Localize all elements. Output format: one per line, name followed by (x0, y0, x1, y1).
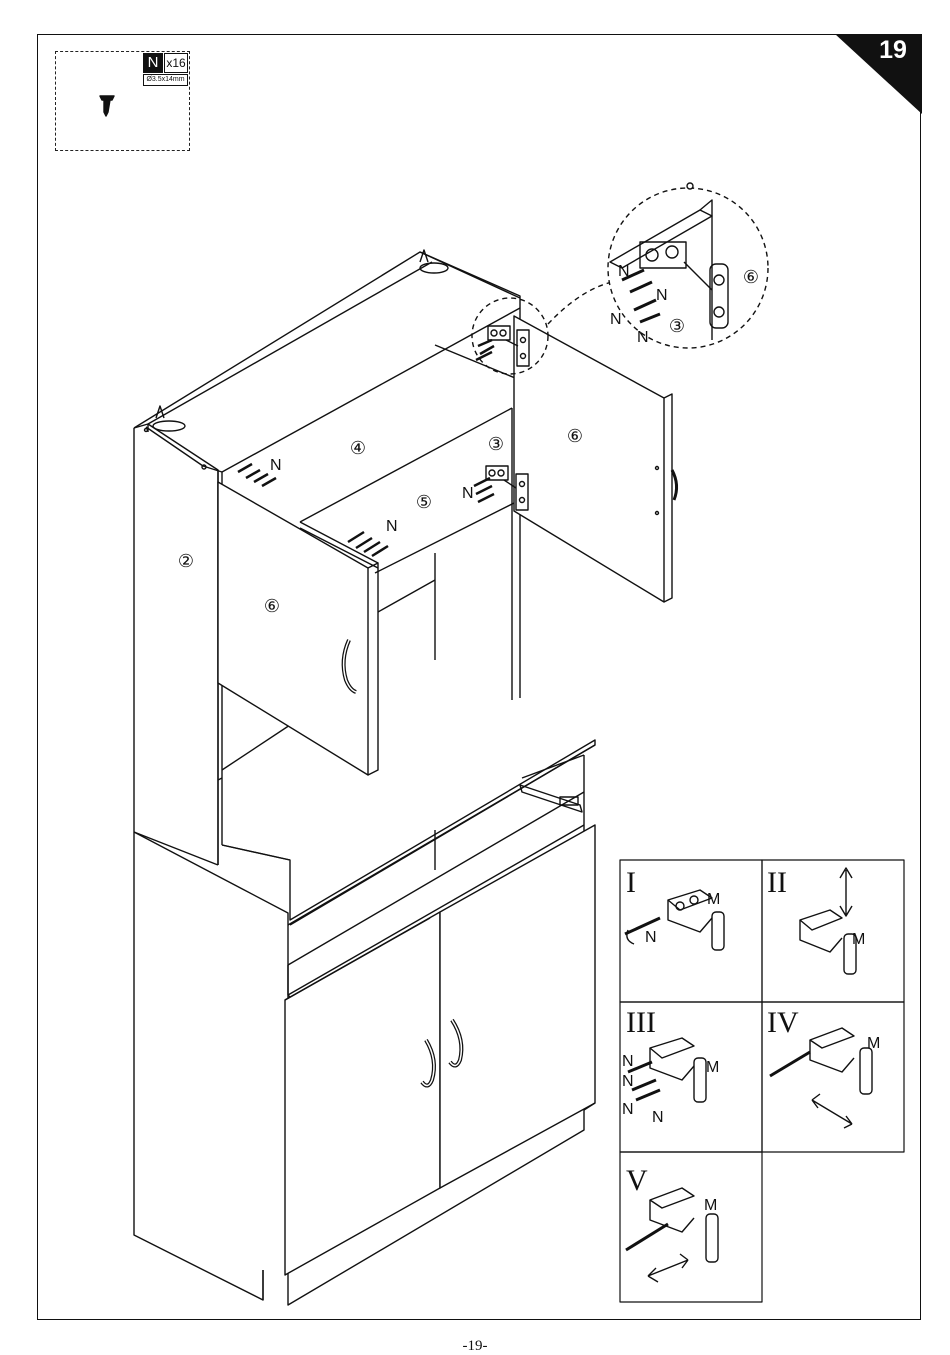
part-code: N (143, 53, 163, 73)
screw-label-hinge: N (462, 485, 474, 502)
screw-group-top (237, 462, 277, 488)
hinge-label-III: M (706, 1059, 719, 1076)
screw-label-zoom-4: N (637, 329, 649, 346)
right-door (513, 315, 679, 603)
detail-V-hinge (625, 1187, 719, 1283)
part-size: Ø3.5x14mm (143, 74, 188, 86)
step-number: 19 (879, 36, 907, 64)
label-door-right: ⑥ (567, 426, 583, 446)
page-frame (37, 34, 921, 1320)
label-door-left: ⑥ (264, 596, 280, 616)
parts-box (55, 51, 190, 151)
label-top-shelf: ④ (350, 438, 366, 458)
detail-step-4: IV (767, 1006, 799, 1039)
left-door (217, 481, 379, 776)
screw-label-I: N (645, 929, 657, 946)
screw-label-top: N (270, 457, 282, 474)
screw-label-mid: N (386, 518, 398, 535)
page-number: -19- (462, 1338, 488, 1354)
hinge-upper (475, 325, 530, 367)
screw-label-zoom-3: N (610, 311, 622, 328)
hinge-label-V: M (704, 1197, 717, 1214)
label-mid-shelf: ⑤ (416, 492, 432, 512)
label-hinge-plate: ③ (488, 434, 504, 454)
detail-step-2: II (767, 866, 787, 899)
lower-cabinet (133, 739, 596, 1306)
label-zoom-hinge: ③ (669, 316, 685, 336)
screw-group-mid (347, 530, 389, 558)
detail-II-hinge (799, 867, 857, 975)
step-tab (835, 34, 922, 114)
detail-step-5: V (626, 1164, 648, 1197)
detail-step-3: III (626, 1006, 656, 1039)
top-panel (133, 249, 521, 473)
detail-grid (619, 859, 905, 1303)
hinge-label-II: M (852, 931, 865, 948)
detail-I-hinge (624, 889, 725, 951)
label-side-panel: ② (178, 551, 194, 571)
screw-label-zoom-1: N (618, 263, 630, 280)
zoom-detail (607, 182, 769, 349)
detail-IV-hinge (769, 1027, 873, 1129)
screw-label-III-1: N (622, 1053, 634, 1070)
screw-label-III-4: N (652, 1109, 664, 1126)
screw-label-III-3: N (622, 1101, 634, 1118)
detail-step-1: I (626, 866, 636, 899)
screw-label-zoom-2: N (656, 287, 668, 304)
detail-III-hinge (627, 1037, 707, 1103)
screw-label-III-2: N (622, 1073, 634, 1090)
hinge-label-I: M (707, 891, 720, 908)
hinge-label-IV: M (867, 1035, 880, 1052)
zoom-source-circle (471, 297, 549, 375)
label-zoom-door: ⑥ (743, 267, 759, 287)
hinge-lower (473, 465, 529, 511)
part-quantity: x16 (164, 53, 188, 73)
screw-icon (99, 95, 115, 117)
